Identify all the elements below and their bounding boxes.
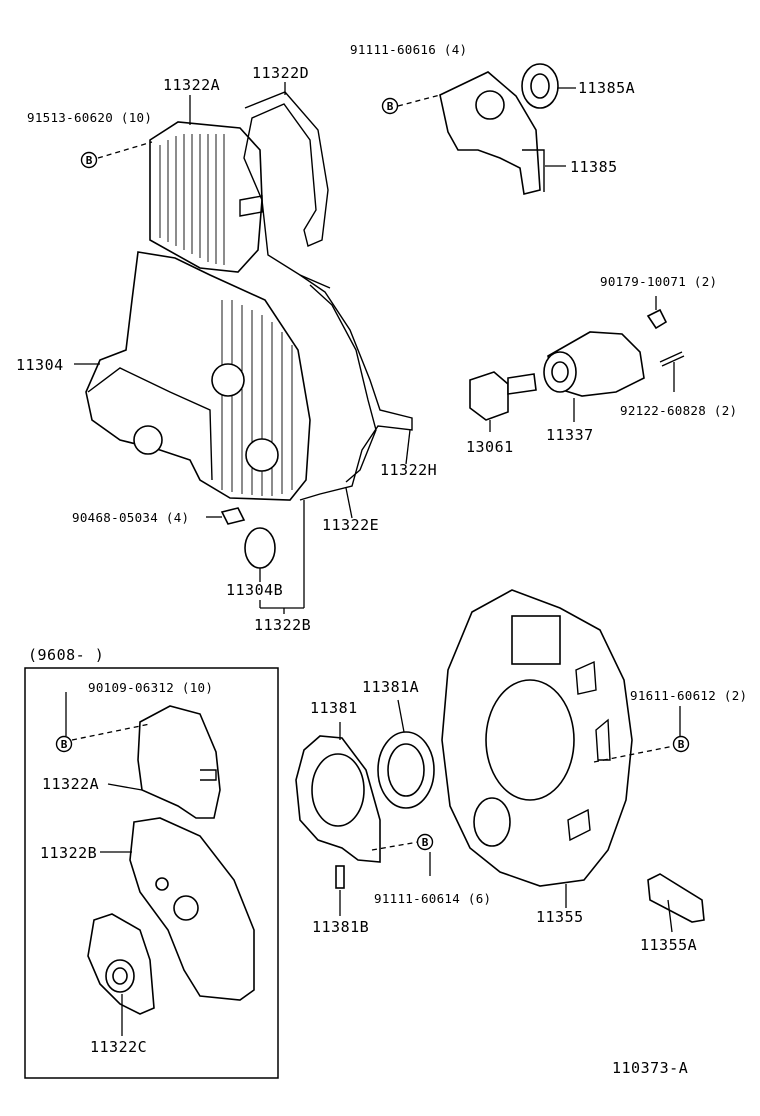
svg-text:B: B bbox=[422, 836, 429, 849]
label-11355: 11355 bbox=[536, 908, 584, 926]
label-91513-60620: 91513-60620 (10) bbox=[27, 110, 152, 125]
housing-11337 bbox=[543, 331, 645, 397]
inset-title: (9608- ) bbox=[28, 646, 104, 664]
label-11381a: 11381A bbox=[362, 678, 419, 696]
inset-bolt-symbol: B bbox=[55, 735, 73, 753]
label-11337: 11337 bbox=[546, 426, 594, 444]
cover-cap-11304b bbox=[244, 527, 276, 569]
inset-9608: (9608- ) B 90109-06312 (10) 11322A 11322… bbox=[24, 646, 279, 1079]
leaders-top-right bbox=[397, 87, 576, 167]
label-11381b: 11381B bbox=[312, 918, 369, 936]
clip-90468 bbox=[220, 507, 246, 525]
pin-92122 bbox=[659, 351, 685, 367]
svg-text:B: B bbox=[678, 738, 685, 751]
gasket-11322e-h bbox=[299, 274, 413, 501]
svg-text:B: B bbox=[387, 100, 394, 113]
plate-11385 bbox=[439, 71, 545, 195]
timing-cover-upper-11322a bbox=[149, 121, 263, 273]
cover-11355a bbox=[647, 873, 705, 923]
leaders-pump bbox=[489, 296, 675, 432]
label-11304b: 11304B bbox=[226, 581, 283, 599]
pump-bush-90179 bbox=[646, 308, 668, 330]
timing-cover-gasket-11322d bbox=[243, 91, 331, 289]
label-11322d: 11322D bbox=[252, 64, 309, 82]
label-90468-05034: 90468-05034 (4) bbox=[72, 510, 189, 525]
label-13061: 13061 bbox=[466, 438, 514, 456]
label-11304: 11304 bbox=[16, 356, 64, 374]
bolt-symbol-3: B bbox=[672, 735, 690, 753]
label-91611-60612: 91611-60612 (2) bbox=[630, 688, 747, 703]
leaders-top-left bbox=[74, 82, 411, 614]
label-92122-60828: 92122-60828 (2) bbox=[620, 403, 737, 418]
label-11355a: 11355A bbox=[640, 936, 697, 954]
label-91111-60616: 91111-60616 (4) bbox=[350, 42, 467, 57]
label-11385: 11385 bbox=[570, 158, 618, 176]
label-11322h: 11322H bbox=[380, 461, 437, 479]
timing-cover-lower-11304 bbox=[85, 251, 311, 501]
end-plate-11355 bbox=[441, 589, 633, 887]
oil-seal-retainer-11381 bbox=[295, 735, 381, 863]
label-11381: 11381 bbox=[310, 699, 358, 717]
label-90179-10071: 90179-10071 (2) bbox=[600, 274, 717, 289]
bolt-symbol-2: B bbox=[80, 151, 98, 169]
svg-text:B: B bbox=[61, 738, 68, 751]
oil-seal-11381a bbox=[377, 731, 435, 809]
figure-id: 110373-A bbox=[612, 1059, 688, 1077]
leaders-bottom-right bbox=[339, 699, 681, 933]
label-11322a: 11322A bbox=[163, 76, 220, 94]
inset-cover-upper bbox=[137, 705, 221, 819]
svg-text:B: B bbox=[86, 154, 93, 167]
bolt-symbol-1: B bbox=[381, 97, 399, 115]
label-11322e: 11322E bbox=[322, 516, 379, 534]
bolt-symbol-4: B bbox=[416, 833, 434, 851]
inset-label-11322c: 11322C bbox=[90, 1038, 147, 1056]
label-11385a: 11385A bbox=[578, 79, 635, 97]
inset-label-11322a: 11322A bbox=[42, 775, 99, 793]
inset-label-90109-06312: 90109-06312 (10) bbox=[88, 680, 213, 695]
inset-label-11322b: 11322B bbox=[40, 844, 97, 862]
label-91111-60614: 91111-60614 (6) bbox=[374, 891, 491, 906]
oil-seal-11385a bbox=[521, 63, 559, 109]
stud-11381b bbox=[335, 865, 345, 889]
rotor-13061 bbox=[469, 371, 537, 421]
inset-frame bbox=[24, 667, 279, 1079]
label-11322b: 11322B bbox=[254, 616, 311, 634]
